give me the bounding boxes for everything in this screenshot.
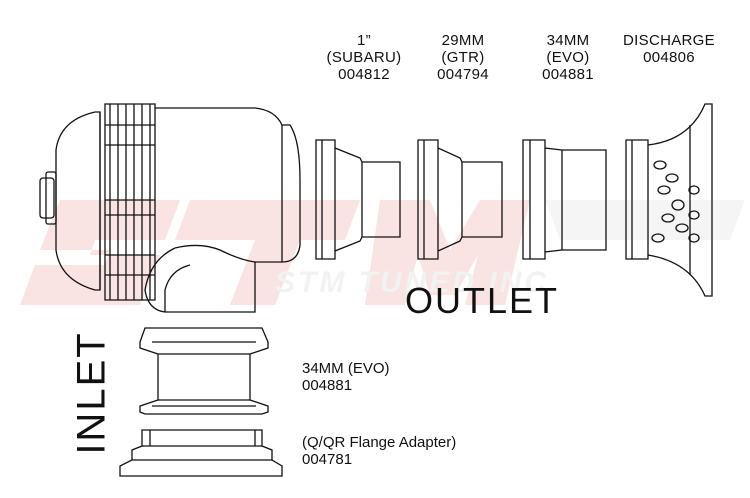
outlet-discharge-name: DISCHARGE: [623, 32, 715, 49]
inlet-part-flange: [119, 429, 283, 477]
inlet-flange-part-number: 004781: [302, 451, 353, 468]
outlet-label-subaru: 1” (SUBARU) 004812: [318, 32, 410, 83]
outlet-gtr-size: 29MM: [441, 32, 485, 49]
inlet-flange-name: (Q/QR Flange Adapter): [302, 434, 457, 451]
outlet-evo-size: 34MM: [546, 32, 590, 49]
outlet-subaru-part-number: 004812: [338, 66, 390, 83]
inlet-part-evo: [139, 327, 269, 415]
outlet-evo-part-number: 004881: [542, 66, 594, 83]
outlet-subaru-size: 1”: [357, 32, 371, 49]
inlet-label-evo: 34MM (EVO) 004881: [302, 360, 390, 394]
outlet-title: OUTLET: [405, 280, 560, 321]
outlet-label-discharge: DISCHARGE 004806: [612, 32, 726, 66]
outlet-part-evo: [522, 139, 607, 260]
valve-body: [39, 103, 301, 313]
inlet-evo-part-number: 004881: [302, 377, 353, 394]
outlet-gtr-part-number: 004794: [437, 66, 489, 83]
watermark-text: STM TUNED INC: [275, 266, 549, 299]
outlet-discharge-part-number: 004806: [643, 49, 695, 66]
outlet-gtr-model: (GTR): [441, 49, 485, 66]
inlet-evo-name: 34MM (EVO): [302, 360, 390, 377]
inlet-label-flange: (Q/QR Flange Adapter) 004781: [302, 434, 456, 468]
outlet-part-subaru: [315, 139, 401, 260]
outlet-subaru-model: (SUBARU): [326, 49, 402, 66]
outlet-part-gtr: [417, 139, 503, 260]
outlet-evo-model: (EVO): [546, 49, 590, 66]
inlet-title: INLET: [69, 331, 114, 455]
outlet-label-gtr: 29MM (GTR) 004794: [420, 32, 506, 83]
outlet-part-discharge: [625, 103, 713, 297]
outlet-label-evo: 34MM (EVO) 004881: [525, 32, 611, 83]
